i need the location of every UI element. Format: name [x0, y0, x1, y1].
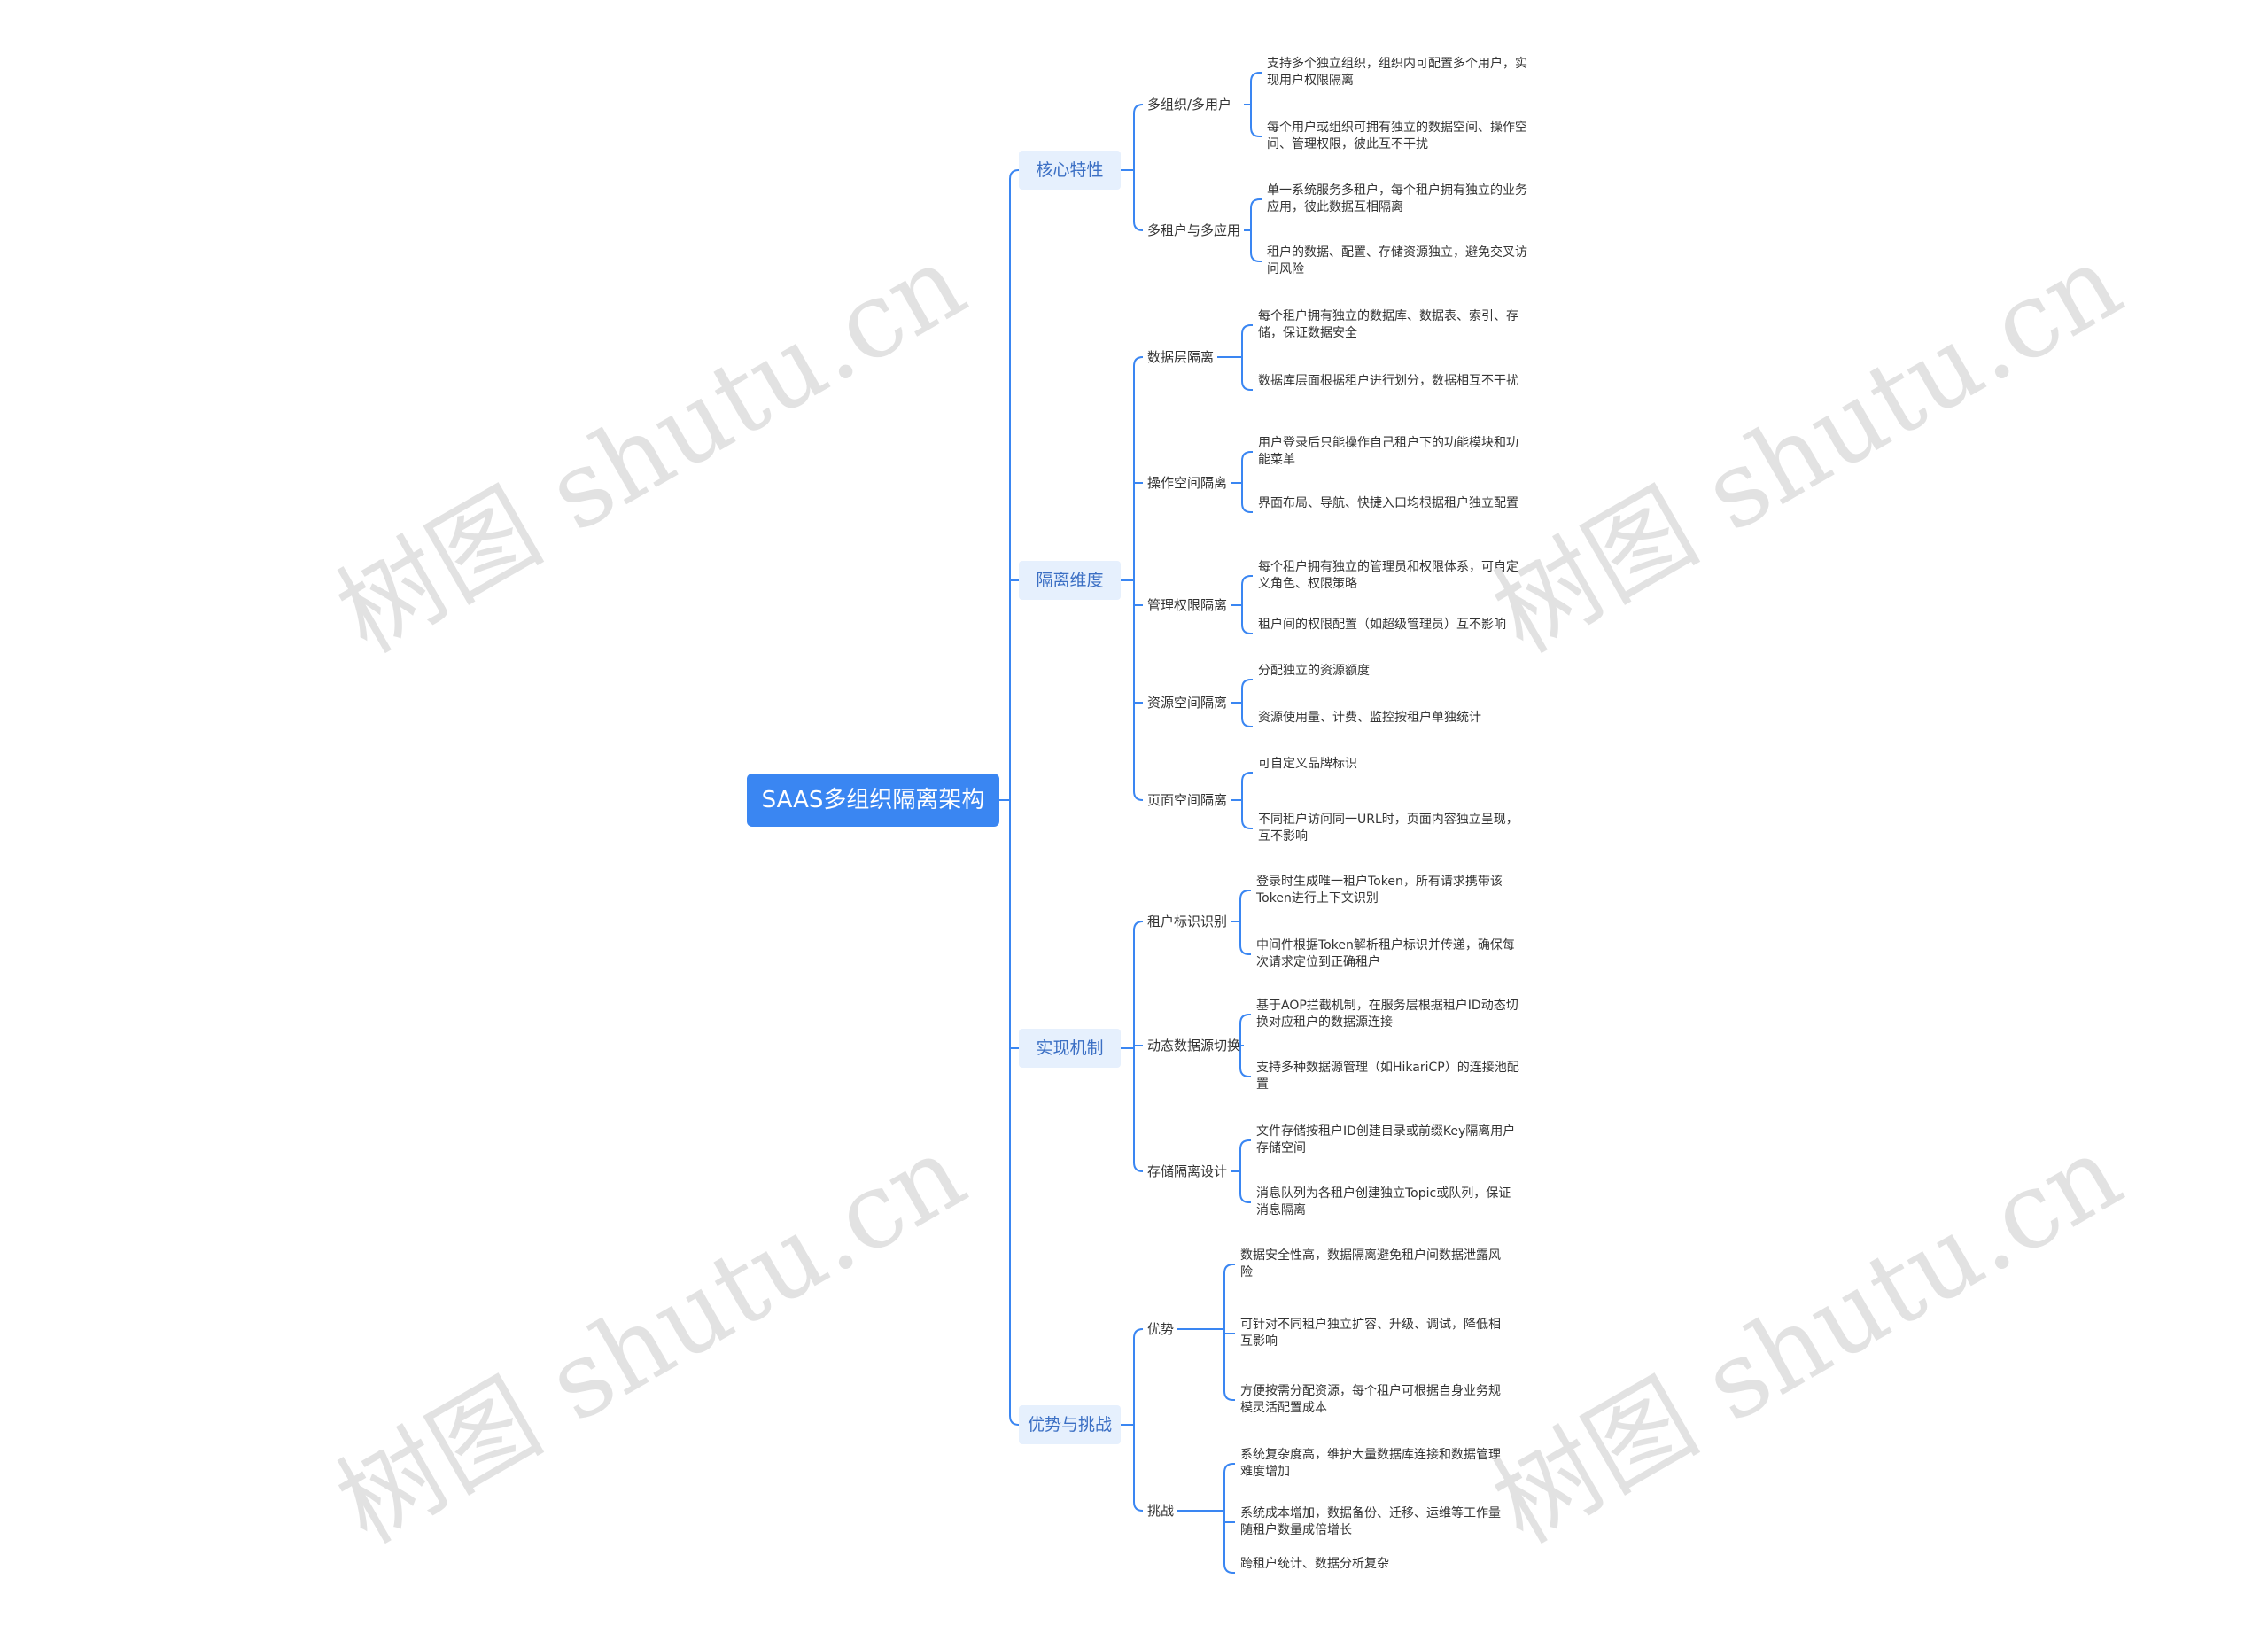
connector-line [1133, 1425, 1144, 1512]
connector-line [1250, 105, 1262, 137]
topic-node[interactable]: 多组织/多用户 [1147, 97, 1232, 113]
topic-node[interactable]: 数据层隔离 [1147, 349, 1215, 365]
connector-line [1241, 772, 1253, 800]
leaf-node[interactable]: 可针对不同租户独立扩容、升级、调试，降低相互影响 [1240, 1318, 1501, 1349]
branch-node[interactable]: 隔离维度 [1019, 561, 1121, 600]
connector-line [1241, 575, 1253, 605]
connector-line [1223, 1511, 1235, 1574]
branch-node[interactable]: 优势与挑战 [1019, 1405, 1121, 1444]
topic-node[interactable]: 挑战 [1147, 1503, 1175, 1519]
leaf-node[interactable]: 单一系统服务多租户，每个租户拥有独立的业务应用，彼此数据互相隔离 [1267, 183, 1527, 214]
leaf-node[interactable]: 系统复杂度高，维护大量数据库连接和数据管理难度增加 [1240, 1448, 1501, 1479]
leaf-node[interactable]: 系统成本增加，数据备份、迁移、运维等工作量随租户数量成倍增长 [1240, 1506, 1501, 1537]
topic-node[interactable]: 动态数据源切换 [1147, 1038, 1241, 1054]
leaf-node[interactable]: 租户的数据、配置、存储资源独立，避免交叉访问风险 [1267, 245, 1527, 276]
leaf-node[interactable]: 中间件根据Token解析租户标识并传递，确保每次请求定位到正确租户 [1256, 938, 1515, 969]
topic-node[interactable]: 存储隔离设计 [1147, 1163, 1228, 1179]
connector-line [1133, 921, 1144, 1048]
connector-line [1223, 1264, 1235, 1329]
branch-node[interactable]: 实现机制 [1019, 1029, 1121, 1068]
connector-line [1241, 679, 1253, 703]
leaf-node[interactable]: 租户间的权限配置（如超级管理员）互不影响 [1258, 618, 1506, 632]
leaf-node[interactable]: 支持多个独立组织，组织内可配置多个用户，实现用户权限隔离 [1267, 57, 1527, 88]
leaf-node[interactable]: 每个租户拥有独立的数据库、数据表、索引、存储，保证数据安全 [1258, 309, 1518, 340]
leaf-node[interactable]: 分配独立的资源额度 [1258, 664, 1370, 678]
connector-line [1009, 169, 1020, 800]
connector-line [1239, 921, 1251, 955]
leaf-node[interactable]: 数据安全性高，数据隔离避免租户间数据泄露风险 [1240, 1248, 1501, 1279]
connector-line [1239, 890, 1251, 921]
topic-node[interactable]: 操作空间隔离 [1147, 475, 1228, 491]
leaf-node[interactable]: 不同租户访问同一URL时，页面内容独立呈现，互不影响 [1258, 813, 1518, 844]
connector-line [1133, 1328, 1144, 1425]
leaf-node[interactable]: 可自定义品牌标识 [1258, 757, 1357, 771]
watermark: 树图 shutu.cn [317, 220, 984, 676]
topic-node[interactable]: 租户标识识别 [1147, 914, 1228, 929]
watermark: 树图 shutu.cn [317, 1110, 984, 1567]
connector-line [1223, 1329, 1235, 1401]
connector-line [1241, 324, 1253, 357]
leaf-node[interactable]: 基于AOP拦截机制，在服务层根据租户ID动态切换对应租户的数据源连接 [1256, 999, 1518, 1030]
connector-line [1239, 1014, 1251, 1046]
leaf-node[interactable]: 每个租户拥有独立的管理员和权限体系，可自定义角色、权限策略 [1258, 560, 1518, 591]
connector-line [1239, 1046, 1251, 1077]
topic-node[interactable]: 管理权限隔离 [1147, 597, 1228, 613]
connector-line [1241, 703, 1253, 727]
watermark: 树图 shutu.cn [1473, 1110, 2140, 1567]
leaf-node[interactable]: 数据库层面根据租户进行划分，数据相互不干扰 [1258, 374, 1518, 388]
connector-line [1133, 1048, 1144, 1172]
connector-line [1250, 198, 1262, 230]
connector-line [1133, 170, 1144, 231]
topic-node[interactable]: 优势 [1147, 1321, 1175, 1337]
connector-line [1009, 800, 1020, 1426]
topic-node[interactable]: 资源空间隔离 [1147, 695, 1228, 711]
branch-node[interactable]: 核心特性 [1019, 151, 1121, 190]
leaf-node[interactable]: 跨租户统计、数据分析复杂 [1240, 1557, 1389, 1571]
topic-node[interactable]: 页面空间隔离 [1147, 792, 1228, 808]
connector-line [1133, 356, 1144, 580]
leaf-node[interactable]: 资源使用量、计费、监控按租户单独统计 [1258, 711, 1481, 725]
leaf-node[interactable]: 文件存储按租户ID创建目录或前缀Key隔离用户存储空间 [1256, 1124, 1516, 1155]
connector-line [1239, 1171, 1251, 1203]
connector-line [1239, 1139, 1251, 1171]
connector-line [1241, 800, 1253, 829]
connector-line [1241, 357, 1253, 391]
root-node[interactable]: SAAS多组织隔离架构 [747, 774, 999, 827]
connector-line [1250, 230, 1262, 262]
leaf-node[interactable]: 界面布局、导航、快捷入口均根据租户独立配置 [1258, 496, 1518, 510]
connector-line [1241, 451, 1253, 483]
connector-line [1241, 483, 1253, 513]
connector-line [1133, 104, 1144, 170]
leaf-node[interactable]: 消息队列为各租户创建独立Topic或队列，保证消息隔离 [1256, 1186, 1511, 1217]
topic-node[interactable]: 多租户与多应用 [1147, 222, 1241, 238]
leaf-node[interactable]: 支持多种数据源管理（如HikariCP）的连接池配置 [1256, 1061, 1519, 1092]
leaf-node[interactable]: 登录时生成唯一租户Token，所有请求携带该Token进行上下文识别 [1256, 875, 1503, 906]
leaf-node[interactable]: 每个用户或组织可拥有独立的数据空间、操作空间、管理权限，彼此互不干扰 [1267, 121, 1527, 152]
connector-line [1250, 72, 1262, 105]
watermark: 树图 shutu.cn [1473, 220, 2140, 676]
leaf-node[interactable]: 用户登录后只能操作自己租户下的功能模块和功能菜单 [1258, 436, 1518, 467]
connector-line [1133, 580, 1144, 801]
connector-line [1223, 1463, 1235, 1511]
connector-line [1241, 605, 1253, 634]
leaf-node[interactable]: 方便按需分配资源，每个租户可根据自身业务规模灵活配置成本 [1240, 1384, 1501, 1415]
